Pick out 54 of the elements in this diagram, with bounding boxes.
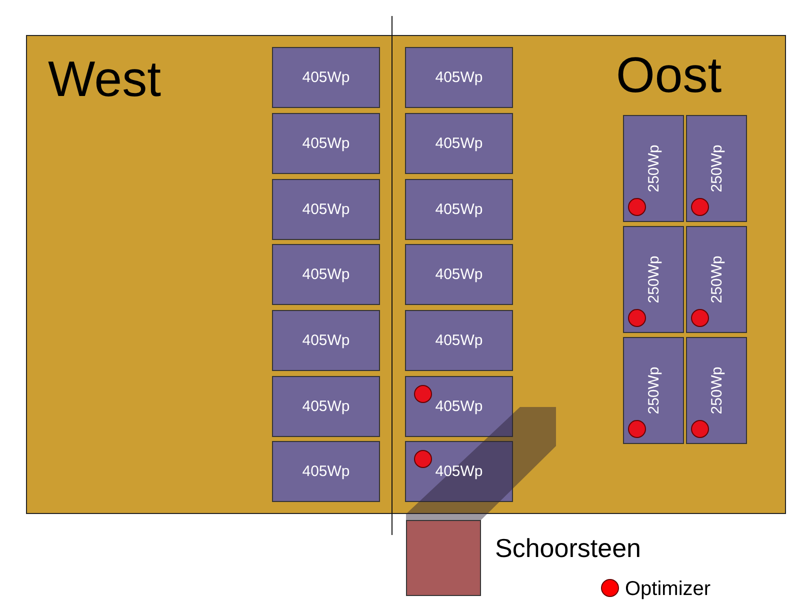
- wattage-label: 405Wp: [302, 463, 350, 480]
- solar-panel: [623, 115, 684, 222]
- solar-panel: [405, 376, 513, 437]
- wattage-label: 405Wp: [435, 398, 483, 415]
- solar-panel: [623, 337, 684, 444]
- solar-panel: [623, 226, 684, 333]
- wattage-label: 250Wp: [645, 144, 662, 192]
- optimizer-dot: [628, 420, 646, 438]
- wattage-label: 405Wp: [302, 69, 350, 86]
- wattage-label: 405Wp: [302, 398, 350, 415]
- solar-panel: [405, 441, 513, 502]
- wattage-label: 250Wp: [645, 256, 662, 304]
- solar-panel: [272, 244, 380, 305]
- wattage-label: 405Wp: [435, 463, 483, 480]
- legend-label: Optimizer: [625, 578, 711, 601]
- solar-panel: [272, 441, 380, 502]
- solar-panel: [272, 310, 380, 371]
- wattage-label: 405Wp: [302, 201, 350, 218]
- optimizer-dot: [414, 385, 432, 403]
- side-label: Oost: [616, 46, 722, 104]
- wattage-label: 405Wp: [435, 266, 483, 283]
- roof-area: [26, 35, 786, 514]
- optimizer-dot: [691, 309, 709, 327]
- solar-panel: [272, 179, 380, 240]
- solar-panel: [686, 115, 747, 222]
- solar-panel: [405, 47, 513, 108]
- chimney-label: Schoorsteen: [495, 533, 641, 564]
- optimizer-dot: [691, 420, 709, 438]
- optimizer-dot: [628, 198, 646, 216]
- optimizer-dot: [414, 450, 432, 468]
- side-label: West: [48, 50, 161, 108]
- optimizer-dot: [628, 309, 646, 327]
- wattage-label: 405Wp: [435, 332, 483, 349]
- solar-panel: [405, 179, 513, 240]
- wattage-label: 405Wp: [302, 135, 350, 152]
- wattage-label: 405Wp: [435, 69, 483, 86]
- wattage-label: 405Wp: [435, 135, 483, 152]
- optimizer-dot: [691, 198, 709, 216]
- solar-panel: [272, 376, 380, 437]
- wattage-label: 250Wp: [645, 366, 662, 414]
- solar-panel: [272, 113, 380, 174]
- solar-panel: [405, 113, 513, 174]
- wattage-label: 405Wp: [435, 201, 483, 218]
- wattage-label: 405Wp: [302, 332, 350, 349]
- solar-panel: [686, 337, 747, 444]
- chimney: [406, 520, 481, 596]
- wattage-label: 250Wp: [708, 256, 725, 304]
- solar-panel: [405, 244, 513, 305]
- wattage-label: 405Wp: [302, 266, 350, 283]
- wattage-label: 250Wp: [708, 144, 725, 192]
- solar-panel: [272, 47, 380, 108]
- wattage-label: 250Wp: [708, 366, 725, 414]
- solar-panel: [686, 226, 747, 333]
- solar-panel: [405, 310, 513, 371]
